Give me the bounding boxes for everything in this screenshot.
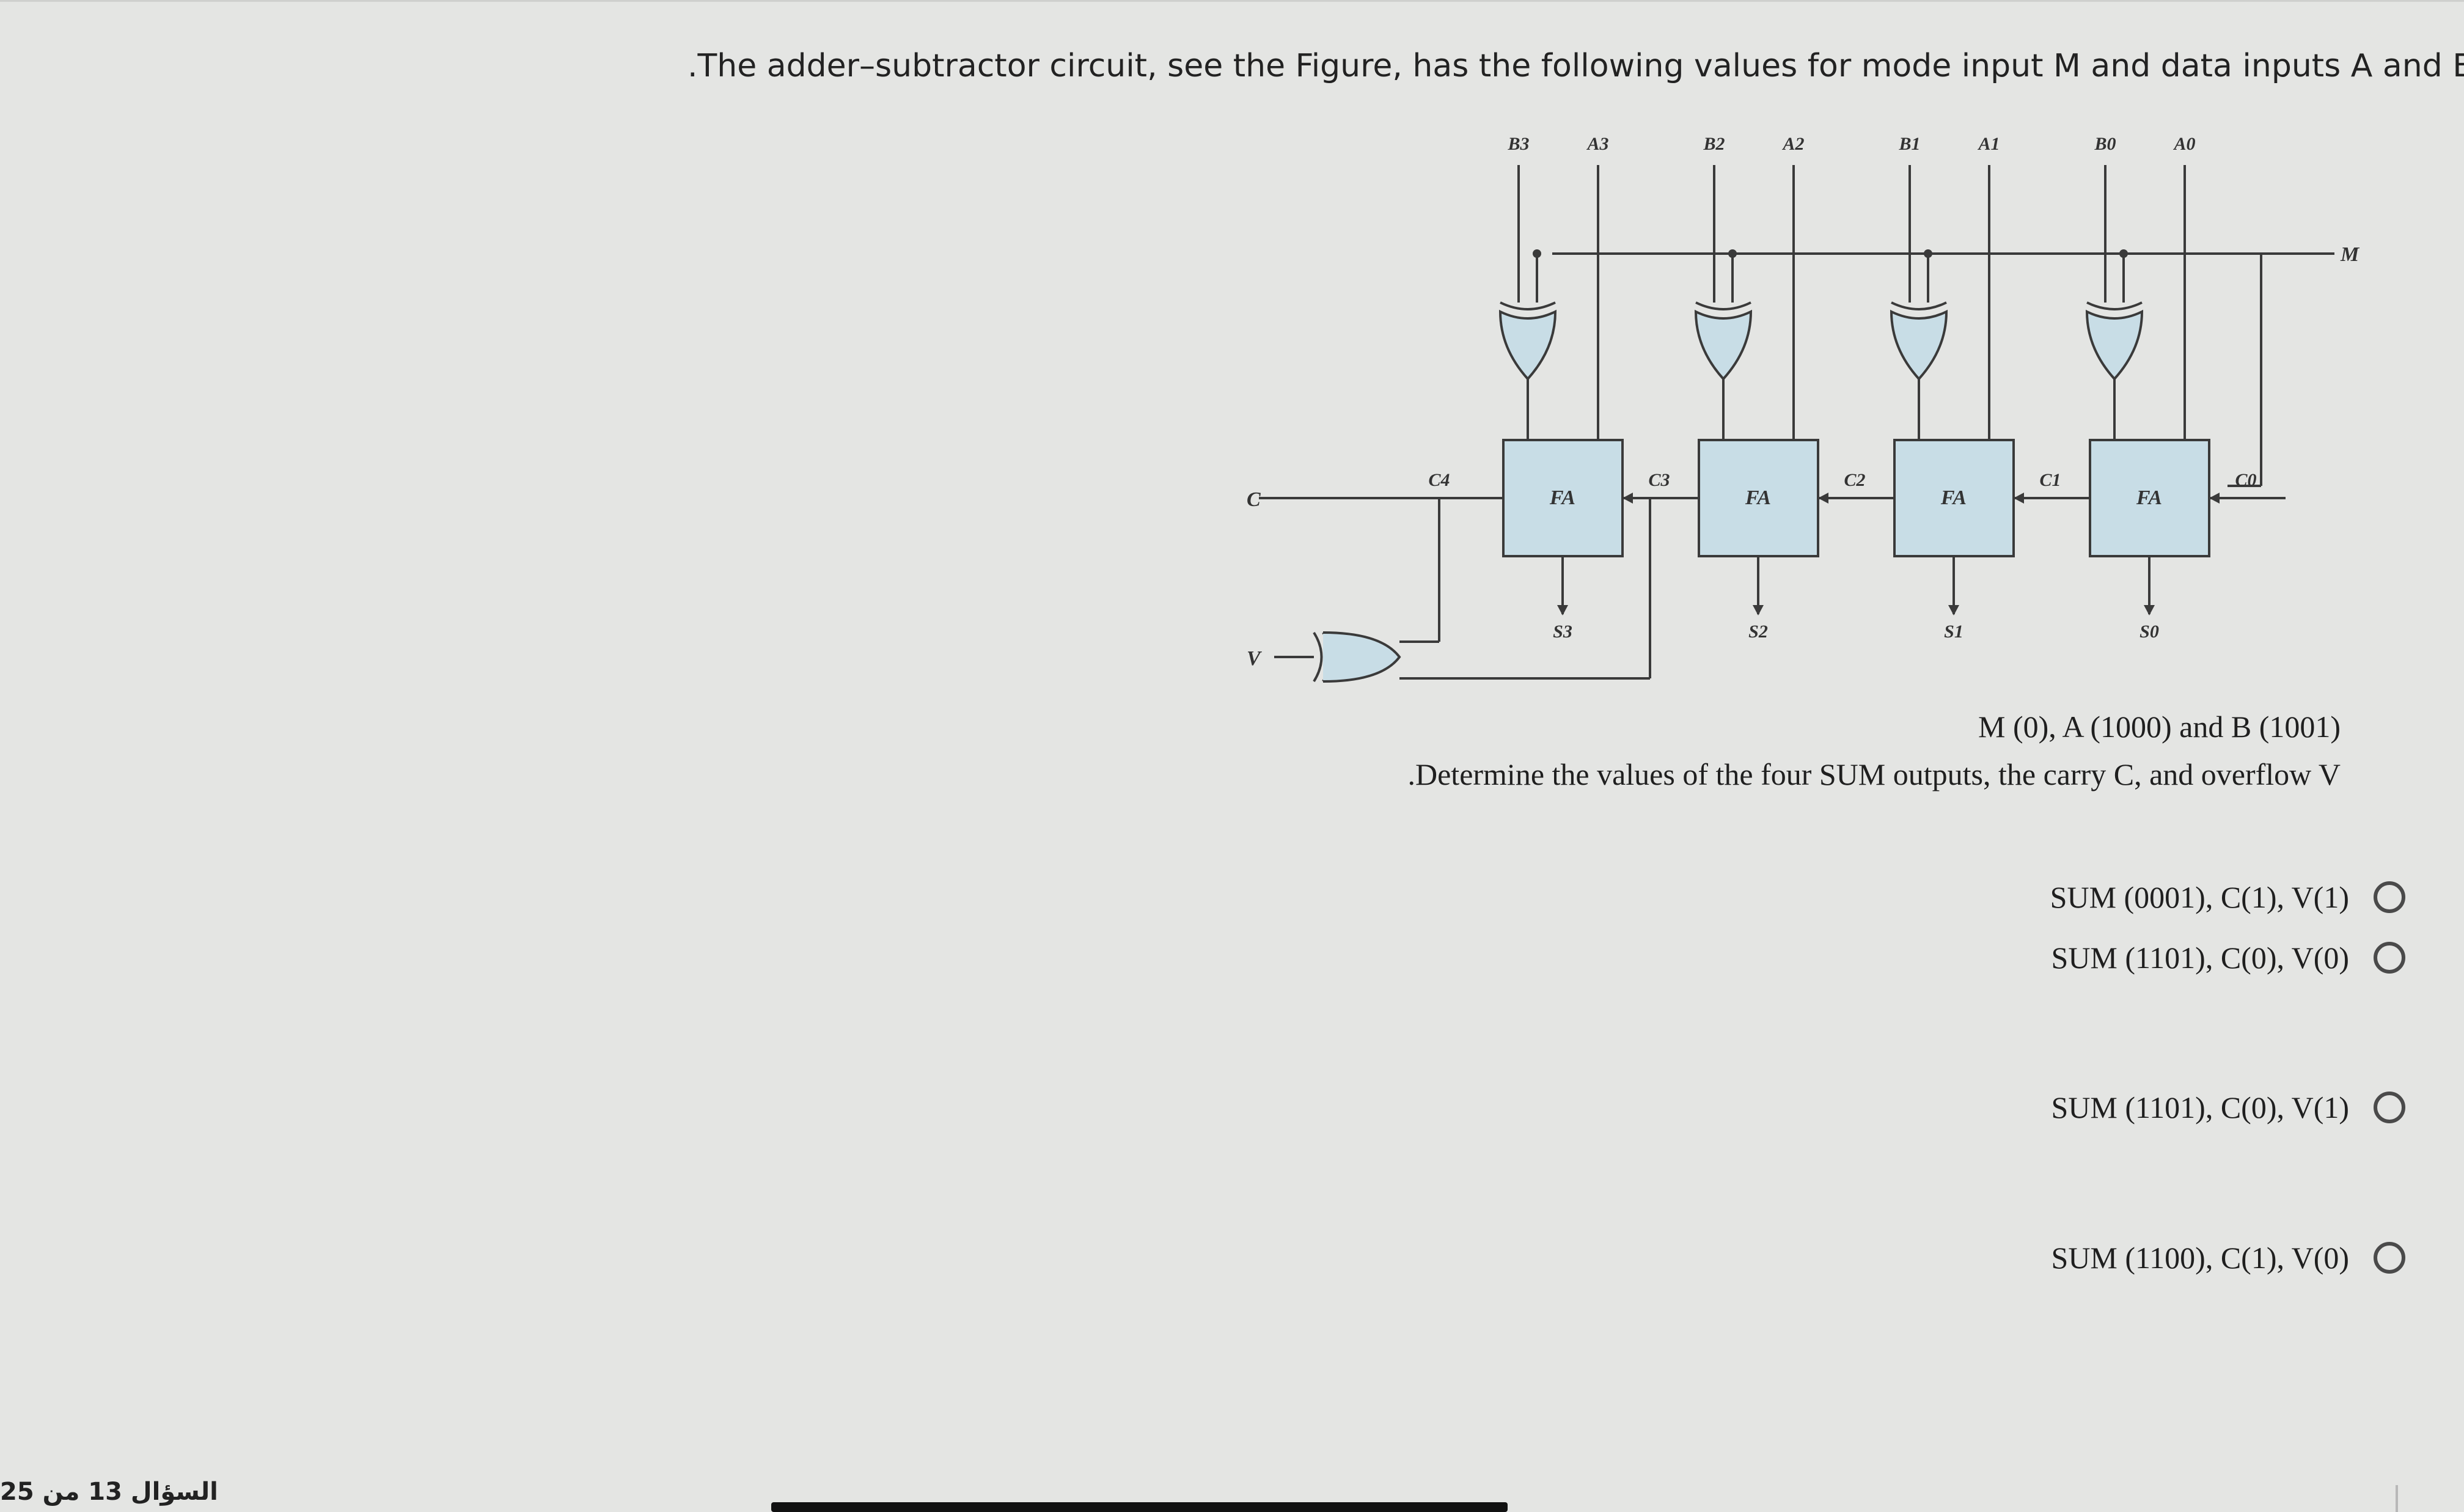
xor-gate [1890,309,1948,381]
carry-arrow [1818,493,1828,504]
input-label-b: B1 [1898,134,1920,154]
fa-label: FA [1940,486,1967,509]
carry-label: C3 [1648,470,1670,490]
full-adder-block [2089,439,2210,557]
home-indicator-bar [771,1502,1508,1512]
carry-arrow [2209,493,2220,504]
fa-label: FA [2136,486,2162,509]
full-adder-block [1893,439,2015,557]
radio-button[interactable] [2374,1092,2405,1123]
radio-button[interactable] [2374,942,2405,974]
input-label-a: A2 [1781,134,1804,154]
radio-button[interactable] [2374,1242,2405,1274]
carry-label: C1 [2039,470,2061,490]
input-label-a: A3 [1586,134,1608,154]
edge-marker [2396,1485,2398,1512]
xor-gate [2085,309,2144,381]
fa-label: FA [1549,486,1575,509]
question-text: .The adder–subtractor circuit, see the F… [688,48,2464,84]
sum-label: S3 [1553,622,1572,642]
xor-gate [1694,309,1753,381]
input-label-a: A0 [2172,134,2195,154]
junction-dot [2119,249,2128,258]
sum-label: S2 [1748,622,1768,642]
carry-label: C2 [1844,470,1865,490]
sum-arrow [2144,605,2155,615]
option-label: SUM (0001), C(1), V(1) [2050,880,2349,914]
answer-option-2[interactable]: SUM (1101), C(0), V(0) [2052,936,2405,979]
question-progress: السؤال 13 من 25 [0,1478,218,1506]
sum-arrow [1948,605,1959,615]
xor-back-arc [2086,301,2143,310]
radio-button[interactable] [2374,881,2405,913]
option-label: SUM (1101), C(0), V(0) [2051,941,2349,975]
carry-arrow [1623,493,1633,504]
option-label: SUM (1100), C(1), V(0) [2051,1241,2349,1275]
overflow-label: V [1247,647,1262,670]
answer-option-3[interactable]: SUM (1101), C(0), V(1) [2052,1086,2405,1129]
carry-out-label: C [1247,488,1261,511]
xor-gate [1498,309,1557,381]
carry-label: C0 [2235,470,2256,490]
junction-dot [1924,249,1932,258]
sum-arrow [1753,605,1764,615]
input-label-b: B2 [1703,134,1725,154]
fa-label: FA [1745,486,1771,509]
sum-label: S1 [1944,622,1964,642]
given-values: M (0), A (1000) and B (1001) [1978,710,2341,744]
carry-arrow [2014,493,2024,504]
mode-label: M [2340,243,2360,266]
answer-option-1[interactable]: SUM (0001), C(1), V(1) [2050,876,2405,919]
xor-back-arc [1891,301,1947,310]
top-border [0,0,2464,2]
junction-dot [1728,249,1737,258]
carry-label-c4: C4 [1428,470,1450,490]
input-label-b: B0 [2094,134,2116,154]
sum-arrow [1557,605,1568,615]
xor-back-arc [1500,301,1556,310]
overflow-xor-gate [1322,631,1401,683]
input-label-b: B3 [1507,134,1529,154]
junction-dot [1533,249,1541,258]
input-label-a: A1 [1977,134,2000,154]
option-label: SUM (1101), C(0), V(1) [2051,1090,2349,1125]
sum-label: S0 [2140,622,2159,642]
instruction-text: .Determine the values of the four SUM ou… [1407,757,2341,791]
answer-option-4[interactable]: SUM (1100), C(1), V(0) [2052,1236,2405,1279]
xor-back-arc [1695,301,1751,310]
